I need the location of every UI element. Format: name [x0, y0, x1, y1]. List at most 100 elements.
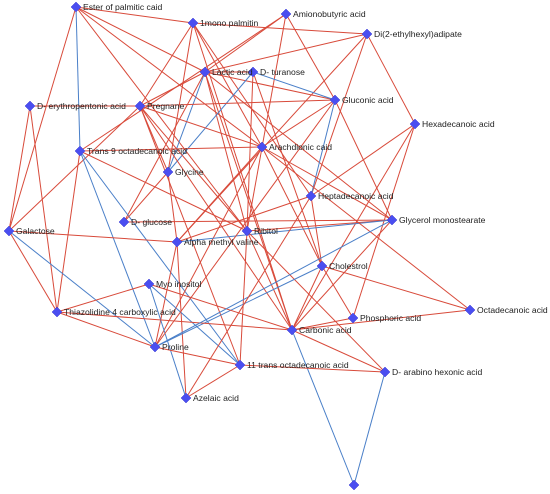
- node-carbonic[interactable]: [286, 324, 298, 336]
- edge-ribitol-trans11: [239, 230, 248, 366]
- node-label-ribitol: Ribitol: [254, 226, 278, 236]
- node-hexadec[interactable]: [409, 118, 421, 130]
- edge-azelaic-trans11: [185, 364, 241, 399]
- edge-aminobut-trans9: [79, 13, 287, 152]
- edge-dglucose-glycmono: [123, 219, 393, 223]
- edge-lactic-glycmono: [204, 71, 393, 221]
- edge-galactose-thiazol: [8, 230, 58, 313]
- node-turanose[interactable]: [247, 66, 259, 78]
- node-label-pregnane: Pregnane: [147, 101, 184, 111]
- node-unlabeled[interactable]: [348, 479, 360, 491]
- edge-turanose-gluconic: [252, 71, 336, 101]
- edge-arabino-unlabeled: [353, 371, 386, 486]
- node-myo[interactable]: [143, 278, 155, 290]
- node-label-gluconic: Gluconic acid: [342, 95, 394, 105]
- node-glycine[interactable]: [162, 166, 174, 178]
- edge-octadec-carbonic: [291, 309, 471, 331]
- node-galactose[interactable]: [3, 225, 15, 237]
- node-trans9[interactable]: [74, 145, 86, 157]
- node-diethyl[interactable]: [361, 28, 373, 40]
- node-gluconic[interactable]: [329, 94, 341, 106]
- edge-cholestrol-carbonic: [291, 265, 323, 331]
- edge-lactic-dglucose: [123, 71, 206, 223]
- edge-gluconic-arachid: [261, 99, 336, 148]
- node-ester[interactable]: [70, 1, 82, 13]
- node-label-erythro: D- erythropentonic acid: [37, 101, 126, 111]
- edge-pregnane-trans11: [139, 105, 241, 366]
- edge-glycmono-alpha: [176, 219, 393, 243]
- node-thiazol[interactable]: [51, 306, 63, 318]
- node-label-octadec: Octadecanoic acid: [477, 305, 548, 315]
- edge-arachid-proline: [154, 146, 263, 348]
- edge-myo-trans11: [148, 283, 241, 366]
- edge-myo-azelaic: [148, 283, 187, 399]
- edge-aminobut-ribitol: [246, 13, 287, 232]
- node-lactic[interactable]: [199, 66, 211, 78]
- node-pregnane[interactable]: [134, 100, 146, 112]
- node-erythro[interactable]: [24, 100, 36, 112]
- node-cholestrol[interactable]: [316, 260, 328, 272]
- edge-trans11-arabino: [239, 364, 386, 373]
- edge-diethyl-hexadec: [366, 33, 416, 125]
- node-aminobut[interactable]: [280, 8, 292, 20]
- node-label-alpha: Alpha methyl valine: [184, 237, 259, 247]
- node-label-monopalm: 1mono palmitin: [200, 18, 258, 28]
- node-layer: [3, 1, 476, 491]
- node-label-arabino: D- arabino hexonic acid: [392, 367, 483, 377]
- node-trans11[interactable]: [234, 359, 246, 371]
- node-label-trans9: Trans 9 octadecanoic acid: [87, 146, 187, 156]
- node-phosphoric[interactable]: [347, 312, 359, 324]
- edge-monopalm-glycine: [167, 22, 194, 173]
- edge-ribitol-carbonic: [246, 230, 293, 331]
- node-alpha[interactable]: [171, 236, 183, 248]
- edge-monopalm-carbonic: [192, 22, 293, 331]
- node-label-myo: Myo inositol: [156, 279, 201, 289]
- edge-azelaic-heptadec: [185, 195, 312, 399]
- edge-monopalm-pregnane: [139, 22, 194, 107]
- edge-aminobut-lactic: [204, 13, 287, 73]
- node-label-azelaic: Azelaic acid: [193, 393, 239, 403]
- edge-proline-glycmono: [154, 219, 393, 348]
- edge-trans9-thiazol: [56, 150, 81, 313]
- edge-hexadec-carbonic: [291, 123, 416, 331]
- node-label-thiazol: Thiazolidine 4 carboxylic acid: [64, 307, 176, 317]
- edge-carbonic-unlabeled: [291, 329, 355, 486]
- edge-diethyl-lactic: [204, 33, 368, 73]
- edge-ester-monopalm: [75, 6, 194, 24]
- node-glycmono[interactable]: [386, 214, 398, 226]
- node-label-galactose: Galactose: [16, 226, 55, 236]
- edge-glycine-dglucose: [123, 171, 169, 223]
- node-azelaic[interactable]: [180, 392, 192, 404]
- edge-turanose-cholestrol: [252, 71, 323, 267]
- node-label-heptadec: Heptadecanoic acid: [318, 191, 394, 201]
- node-heptadec[interactable]: [305, 190, 317, 202]
- node-dglucose[interactable]: [118, 216, 130, 228]
- node-octadec[interactable]: [464, 304, 476, 316]
- edge-turanose-ribitol: [246, 71, 254, 232]
- edge-glycmono-carbonic: [291, 219, 393, 331]
- edge-proline-trans11: [154, 346, 241, 366]
- node-label-turanose: D- turanose: [260, 67, 305, 77]
- edge-myo-carbonic: [148, 283, 293, 331]
- edge-erythro-thiazol: [29, 105, 58, 313]
- node-label-arachid: Arachdionic caid: [269, 142, 332, 152]
- node-ribitol[interactable]: [241, 225, 253, 237]
- edge-gluconic-heptadec: [310, 99, 336, 197]
- edge-octadec-arachid: [261, 146, 471, 311]
- node-proline[interactable]: [149, 341, 161, 353]
- edge-trans9-ribitol: [79, 150, 248, 232]
- edge-alpha-proline: [154, 241, 178, 348]
- node-arabino[interactable]: [379, 366, 391, 378]
- edge-pregnane-arachid: [139, 105, 263, 148]
- edge-proline-gluconic: [154, 99, 336, 348]
- node-monopalm[interactable]: [187, 17, 199, 29]
- node-arachid[interactable]: [256, 141, 268, 153]
- node-label-cholestrol: Cholestrol: [329, 261, 368, 271]
- edge-arachid-glycmono: [261, 146, 393, 221]
- edge-pregnane-gluconic: [139, 99, 336, 107]
- node-label-glycmono: Glycerol monostearate: [399, 215, 486, 225]
- edge-galactose-proline: [8, 230, 156, 348]
- edge-trans9-proline: [79, 150, 156, 348]
